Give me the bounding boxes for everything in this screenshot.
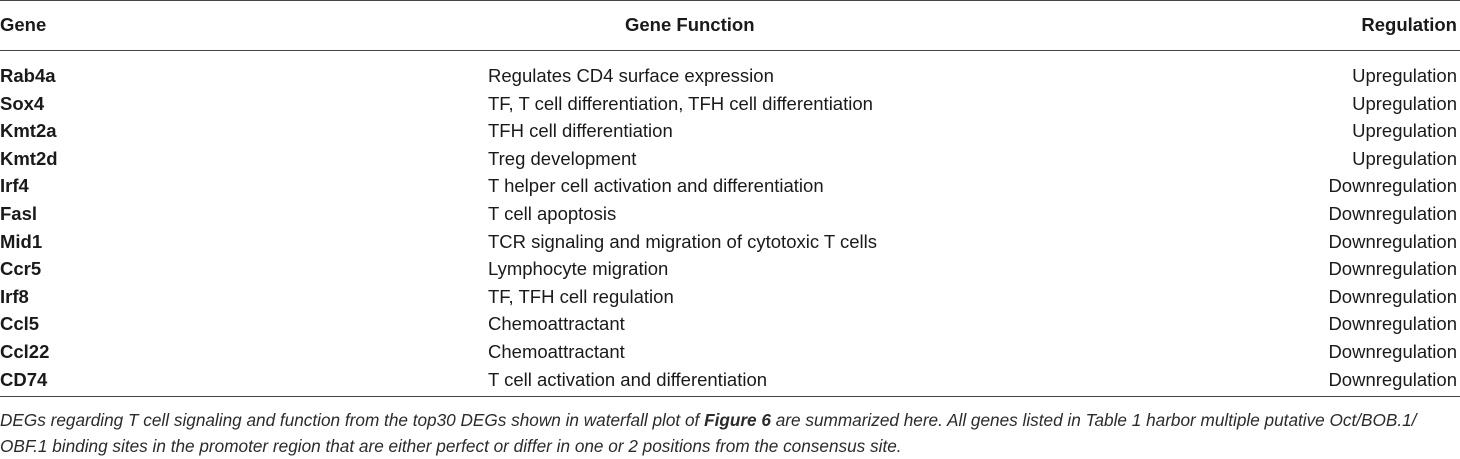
table-row: Kmt2a TFH cell differentiation Upregulatio… — [0, 117, 1460, 145]
regulation-cell: Upregulation — [1352, 120, 1457, 142]
gene-function-cell: TFH cell differentiation — [488, 120, 673, 142]
table-row: Sox4 TF, T cell differentiation, TFH cell… — [0, 90, 1460, 118]
table-header-rule — [0, 50, 1460, 51]
gene-cell: Ccl22 — [0, 340, 50, 362]
table-row: Mid1 TCR signaling and migration of cytot… — [0, 228, 1460, 256]
gene-cell: Irf8 — [0, 285, 29, 307]
gene-cell: Rab4a — [0, 65, 56, 86]
table-row: Ccr5 Lymphocyte migration Downregulation — [0, 255, 1460, 283]
gene-function-cell: T cell activation and differentiation — [488, 368, 768, 390]
gene-function-cell: TF, T cell differentiation, TFH cell dif… — [488, 92, 873, 114]
gene-function-cell: Regulates CD4 surface expression — [488, 65, 774, 86]
gene-function-cell: Treg development — [488, 147, 637, 169]
table-row: Irf8 TF, TFH cell regulation Downregulatio… — [0, 283, 1460, 311]
header-gene: Gene — [0, 14, 47, 35]
regulation-cell: Upregulation — [1352, 65, 1457, 86]
table-row: Ccl5 Chemoattractant Downregulation — [0, 310, 1460, 338]
gene-function-cell: Chemoattractant — [488, 340, 625, 362]
table-row: Kmt2d Treg development Upregulation — [0, 145, 1460, 173]
caption-text-part2: are summarized here. All genes listed in… — [770, 410, 1417, 430]
gene-function-cell: T cell apoptosis — [488, 202, 617, 224]
header-gene-function: Gene Function — [625, 14, 755, 35]
regulation-cell: Downregulation — [1328, 258, 1457, 280]
gene-cell: Ccl5 — [0, 313, 40, 335]
gene-cell: Sox4 — [0, 92, 45, 114]
regulation-cell: Downregulation — [1328, 175, 1457, 197]
gene-function-cell: Chemoattractant — [488, 313, 625, 335]
caption-text-line2: OBF.1 binding sites in the promoter regi… — [0, 436, 902, 456]
gene-cell: Ccr5 — [0, 258, 42, 280]
gene-cell: Mid1 — [0, 230, 43, 252]
gene-function-cell: TCR signaling and migration of cytotoxic… — [488, 230, 878, 252]
table-row: Fasl T cell apoptosis Downregulation — [0, 200, 1460, 228]
gene-cell: Kmt2a — [0, 120, 57, 142]
regulation-cell: Upregulation — [1352, 92, 1457, 114]
header-regulation: Regulation — [1361, 14, 1457, 35]
table-row: Irf4 T helper cell activation and differe… — [0, 172, 1460, 200]
gene-function-cell: T helper cell activation and differentia… — [488, 175, 824, 197]
caption-figure-link[interactable]: Figure 6 — [704, 410, 771, 430]
regulation-cell: Downregulation — [1328, 340, 1457, 362]
table-top-rule — [0, 0, 1460, 1]
table-caption: DEGs regarding T cell signaling and func… — [0, 407, 1460, 459]
regulation-cell: Downregulation — [1328, 230, 1457, 252]
gene-cell: Irf4 — [0, 175, 29, 197]
gene-cell: Fasl — [0, 202, 38, 224]
gene-function-cell: Lymphocyte migration — [488, 258, 669, 280]
table-row: Ccl22 Chemoattractant Downregulation — [0, 338, 1460, 366]
regulation-cell: Upregulation — [1352, 147, 1457, 169]
gene-cell: Kmt2d — [0, 147, 58, 169]
caption-text-part1: DEGs regarding T cell signaling and func… — [0, 410, 705, 430]
regulation-cell: Downregulation — [1328, 285, 1457, 307]
regulation-cell: Downregulation — [1328, 313, 1457, 335]
gene-function-cell: TF, TFH cell regulation — [488, 285, 674, 307]
table-row: CD74 T cell activation and differentiatio… — [0, 366, 1460, 394]
regulation-cell: Downregulation — [1328, 368, 1457, 390]
gene-cell: CD74 — [0, 368, 48, 390]
table-row: Rab4a Regulates CD4 surface expression Upr… — [0, 62, 1460, 90]
table-header-row: Gene Gene Function Regulation — [0, 12, 1460, 38]
gene-table: Gene Gene Function Regulation Rab4a Regul… — [0, 12, 1460, 393]
table-bottom-rule — [0, 396, 1460, 397]
regulation-cell: Downregulation — [1328, 202, 1457, 224]
